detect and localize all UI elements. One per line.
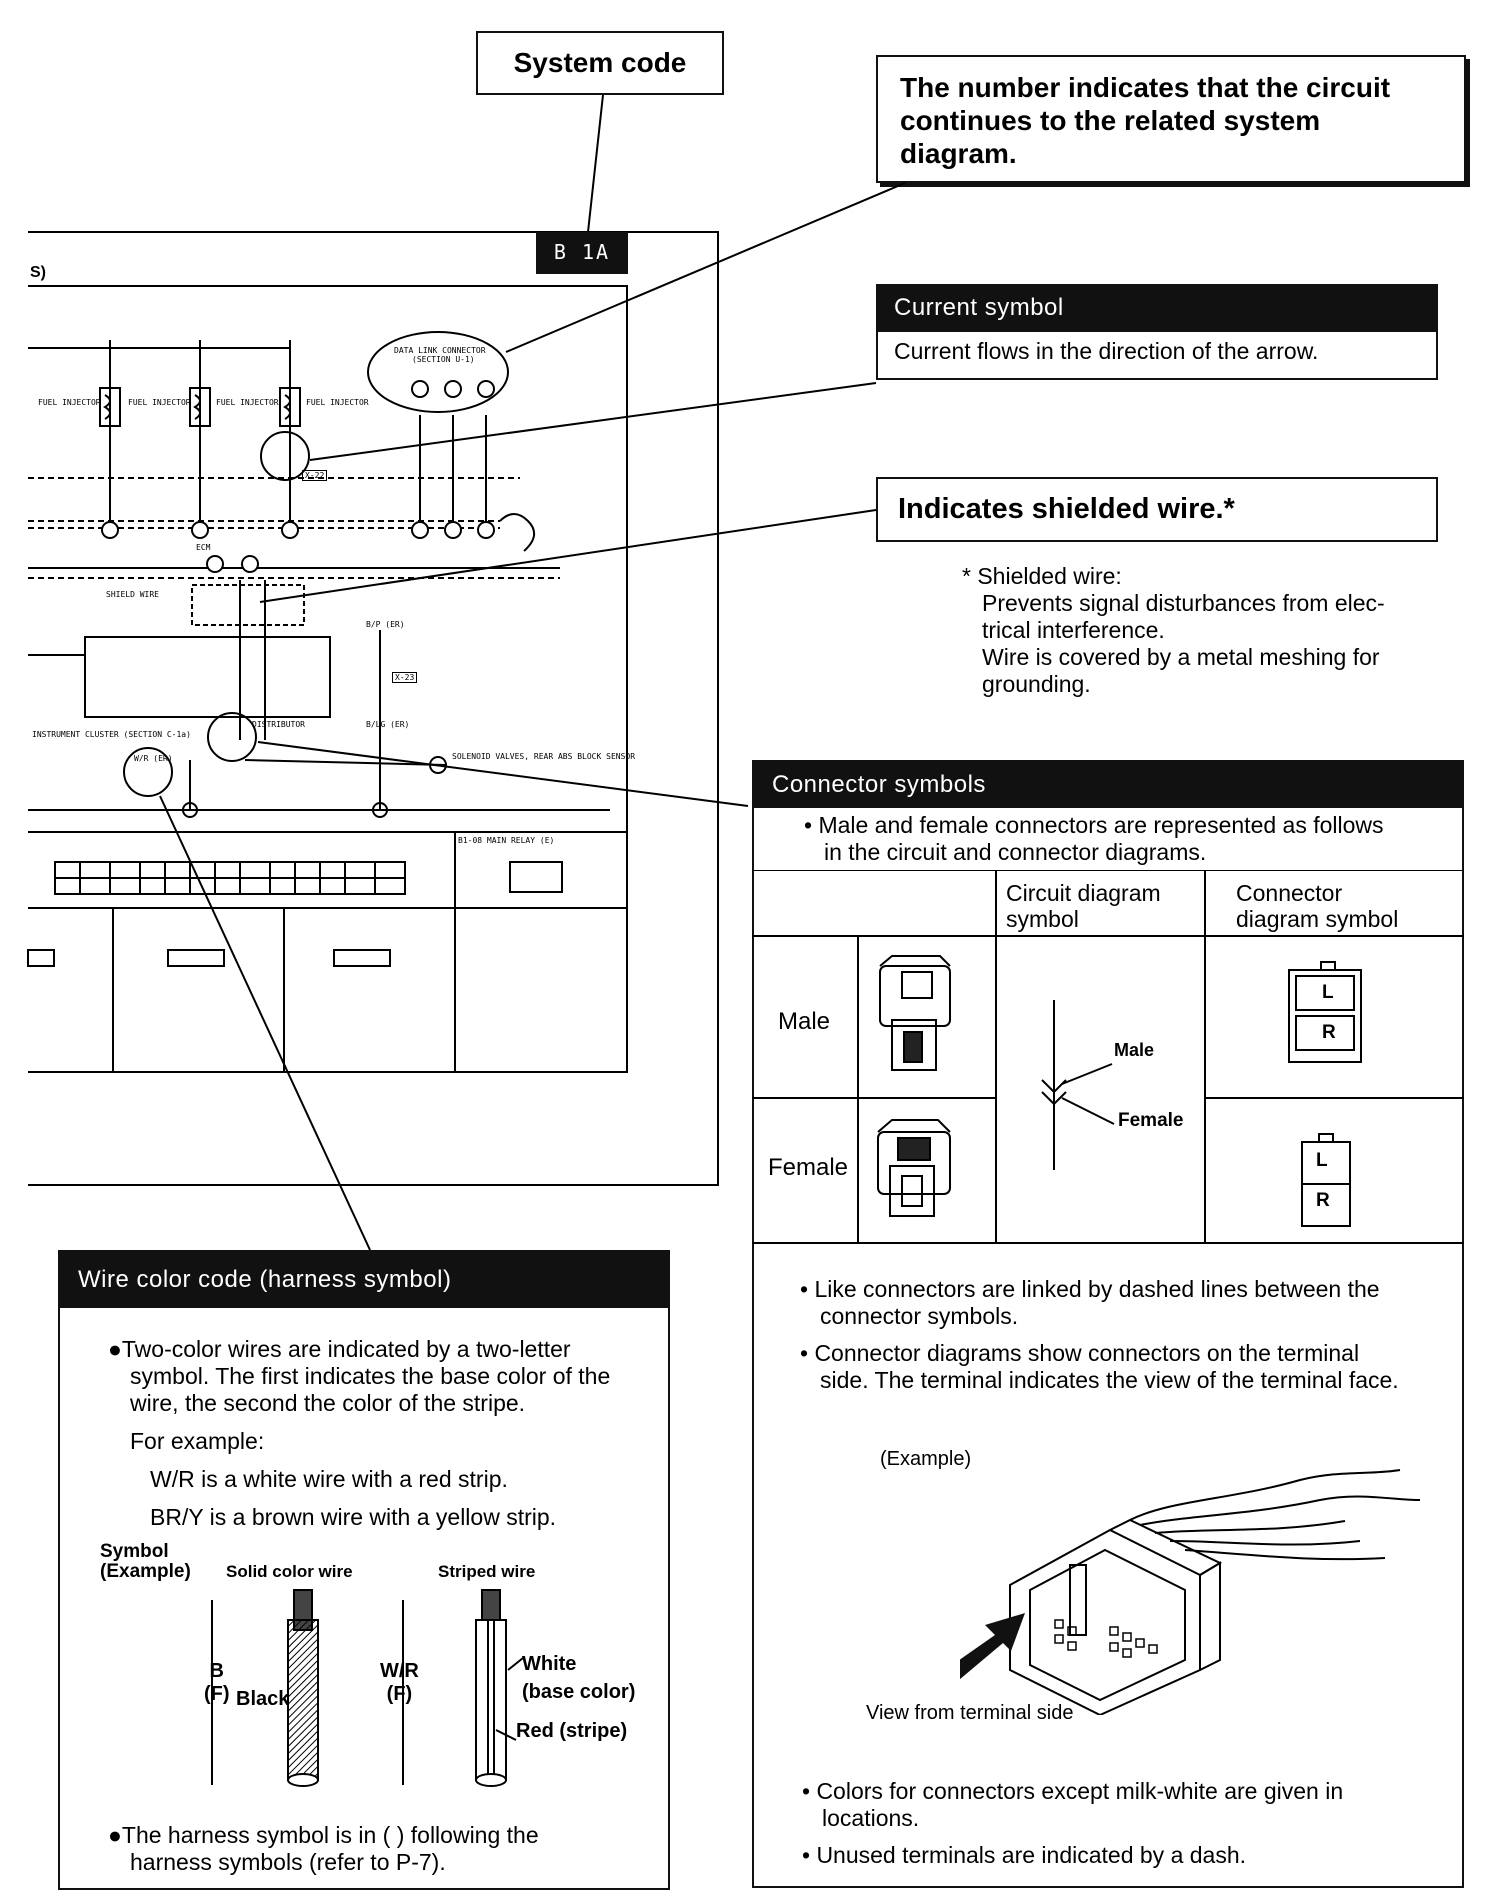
shielded-wire-box: Indicates shielded wire.* [876, 477, 1438, 542]
wire-color-bullet: ●The harness symbol is in ( ) following … [108, 1822, 539, 1875]
wire-color-header: Wire color code (harness symbol) [60, 1252, 668, 1308]
main-relay-label: B1-08 MAIN RELAY (E) [458, 836, 555, 845]
solid-color-label: Black [236, 1688, 290, 1710]
pin-l-label: L [1316, 1150, 1328, 1171]
footnote-line: trical interference. [982, 617, 1165, 643]
connector-table: Male [752, 870, 1464, 1244]
data-link-section: (SECTION U-1) [412, 355, 475, 364]
terminal-side-illustration [960, 1469, 1420, 1715]
striped-code: W/R (F) [380, 1660, 419, 1705]
striped-wire-label: Striped wire [438, 1562, 536, 1581]
pin-r-label: R [1322, 1022, 1336, 1043]
current-symbol-body: Current flows in the direction of the ar… [894, 338, 1319, 364]
white-label: White (base color) [522, 1653, 636, 1703]
connector-intro: • Male and female connectors are represe… [804, 812, 1384, 865]
system-code-box: System code [476, 31, 724, 95]
symbol-example-label: Symbol (Example) [100, 1541, 191, 1582]
continues-note-box: The number indicates that the circuit co… [876, 55, 1466, 183]
system-code-label: System code [513, 47, 687, 78]
wire-illustrations [211, 1589, 524, 1787]
ecm-label: ECM [196, 543, 211, 552]
solenoid-label: SOLENOID VALVES, REAR ABS BLOCK SENSOR [452, 752, 636, 761]
pin-l-label: L [1322, 982, 1334, 1003]
connector-bullet: • Unused terminals are indicated by a da… [802, 1842, 1247, 1868]
example-bry: BR/Y is a brown wire with a yellow strip… [150, 1504, 557, 1530]
col-circuit-header: Circuit diagram symbol [1006, 880, 1161, 932]
wire-bp-label: B/P (ER) [366, 620, 405, 629]
for-example-label: For example: [130, 1428, 265, 1454]
distributor-label: DISTRIBUTOR [252, 720, 305, 729]
x22-label: X-22 [302, 470, 328, 481]
example-wr: W/R is a white wire with a red strip. [150, 1466, 508, 1492]
connector-symbols-header: Connector symbols [754, 762, 1462, 808]
footnote-line: Prevents signal disturbances from elec- [982, 590, 1385, 616]
connector-bullet: • Connector diagrams show connectors on … [800, 1340, 1399, 1393]
schematic-corner-label: S) [30, 264, 46, 281]
col-connector-header: Connector diagram symbol [1236, 880, 1399, 932]
view-from-label: View from terminal side [866, 1702, 1074, 1724]
x23-label: X-23 [392, 672, 418, 683]
shielded-footnote: * Shielded wire: Prevents signal disturb… [962, 563, 1385, 698]
current-symbol-header: Current symbol [876, 284, 1438, 332]
wire-blg-label: B/LG (ER) [366, 720, 410, 729]
fuel-injector-label: FUEL INJECTOR [38, 398, 101, 407]
wire-color-panel: Wire color code (harness symbol) [58, 1250, 670, 1890]
row-female-label: Female [768, 1154, 849, 1181]
wire-wr-label: W/R (ER) [134, 754, 173, 763]
wire-color-bullet: ●Two-color wires are indicated by a two-… [108, 1336, 611, 1416]
footnote-title: * Shielded wire: [962, 563, 1122, 589]
male-pointer-label: Male [1114, 1040, 1154, 1060]
footnote-line: Wire is covered by a metal meshing for [982, 644, 1380, 670]
footnote-line: grounding. [982, 671, 1091, 697]
example-label: (Example) [880, 1448, 972, 1470]
row-male-label: Male [778, 1008, 831, 1035]
fuel-injector-label: FUEL INJECTOR [128, 398, 191, 407]
data-link-label: DATA LINK CONNECTOR [394, 346, 486, 355]
fuel-injector-label: FUEL INJECTOR [216, 398, 279, 407]
connector-bullet: • Like connectors are linked by dashed l… [800, 1276, 1380, 1329]
shielded-wire-label: Indicates shielded wire.* [898, 493, 1235, 525]
instrument-cluster-label: INSTRUMENT CLUSTER (SECTION C-1a) [32, 730, 191, 739]
pin-r-label: R [1316, 1190, 1330, 1211]
solid-code: B (F) [204, 1660, 230, 1705]
fuel-injector-label: FUEL INJECTOR [306, 398, 369, 407]
continues-note: The number indicates that the circuit co… [900, 72, 1391, 169]
tab-code: B 1A [553, 240, 611, 264]
current-symbol-box: Current symbol Current flows in the dire… [876, 284, 1438, 380]
red-stripe-label: Red (stripe) [516, 1720, 628, 1742]
shield-wire-label: SHIELD WIRE [106, 590, 159, 599]
connector-symbols-panel: Connector symbols [752, 760, 1464, 1888]
solid-wire-label: Solid color wire [226, 1562, 353, 1581]
connector-bullet: • Colors for connectors except milk-whit… [802, 1778, 1344, 1831]
female-pointer-label: Female [1118, 1110, 1184, 1131]
